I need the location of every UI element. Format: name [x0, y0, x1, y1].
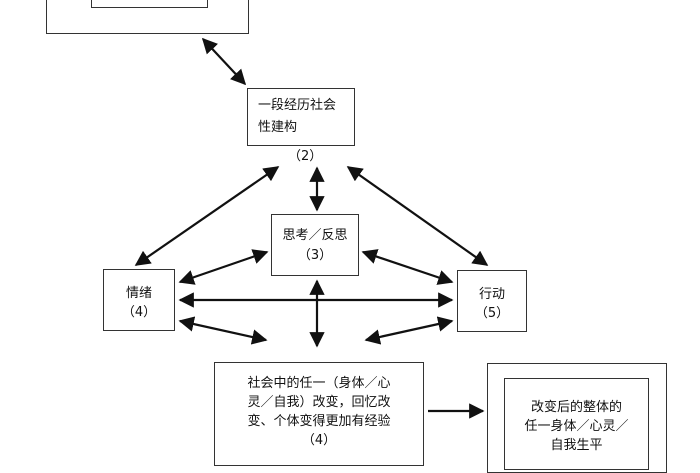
- arrow-reflection-emotion: [178, 249, 269, 285]
- emotion-number: （4）: [121, 305, 157, 320]
- arrow-construction-emotion: [134, 166, 280, 266]
- change-text: 社会中的任一（身体／心 灵／自我）改变，回忆改 变、个体变得更加有经验 （4）: [247, 376, 391, 448]
- action-label: 行动: [478, 287, 505, 302]
- arrow-top-construction: [201, 37, 247, 86]
- arrow-construction-action: [346, 166, 489, 266]
- reflection-number: （3）: [297, 248, 333, 263]
- arrow-action-change: [364, 316, 454, 345]
- arrow-emotion-change: [178, 316, 268, 345]
- construction-box: [247, 88, 355, 146]
- result-text: 改变后的整体的 任一身体／心灵／ 自我生平: [524, 400, 629, 453]
- action-number: （5）: [474, 306, 510, 321]
- reflection-label: 思考／反思: [282, 228, 348, 243]
- construction-number: （2）: [288, 149, 323, 164]
- construction-label-line1: 一段经历社会: [258, 98, 337, 113]
- change-box: [214, 362, 424, 466]
- top-inner-box: [91, 0, 208, 8]
- emotion-box: [103, 269, 175, 331]
- construction-label-line2: 性建构: [258, 120, 298, 135]
- action-box: [457, 270, 527, 332]
- arrow-reflection-action: [361, 249, 454, 285]
- emotion-label: 情绪: [125, 286, 152, 301]
- result-inner-box: [504, 378, 649, 470]
